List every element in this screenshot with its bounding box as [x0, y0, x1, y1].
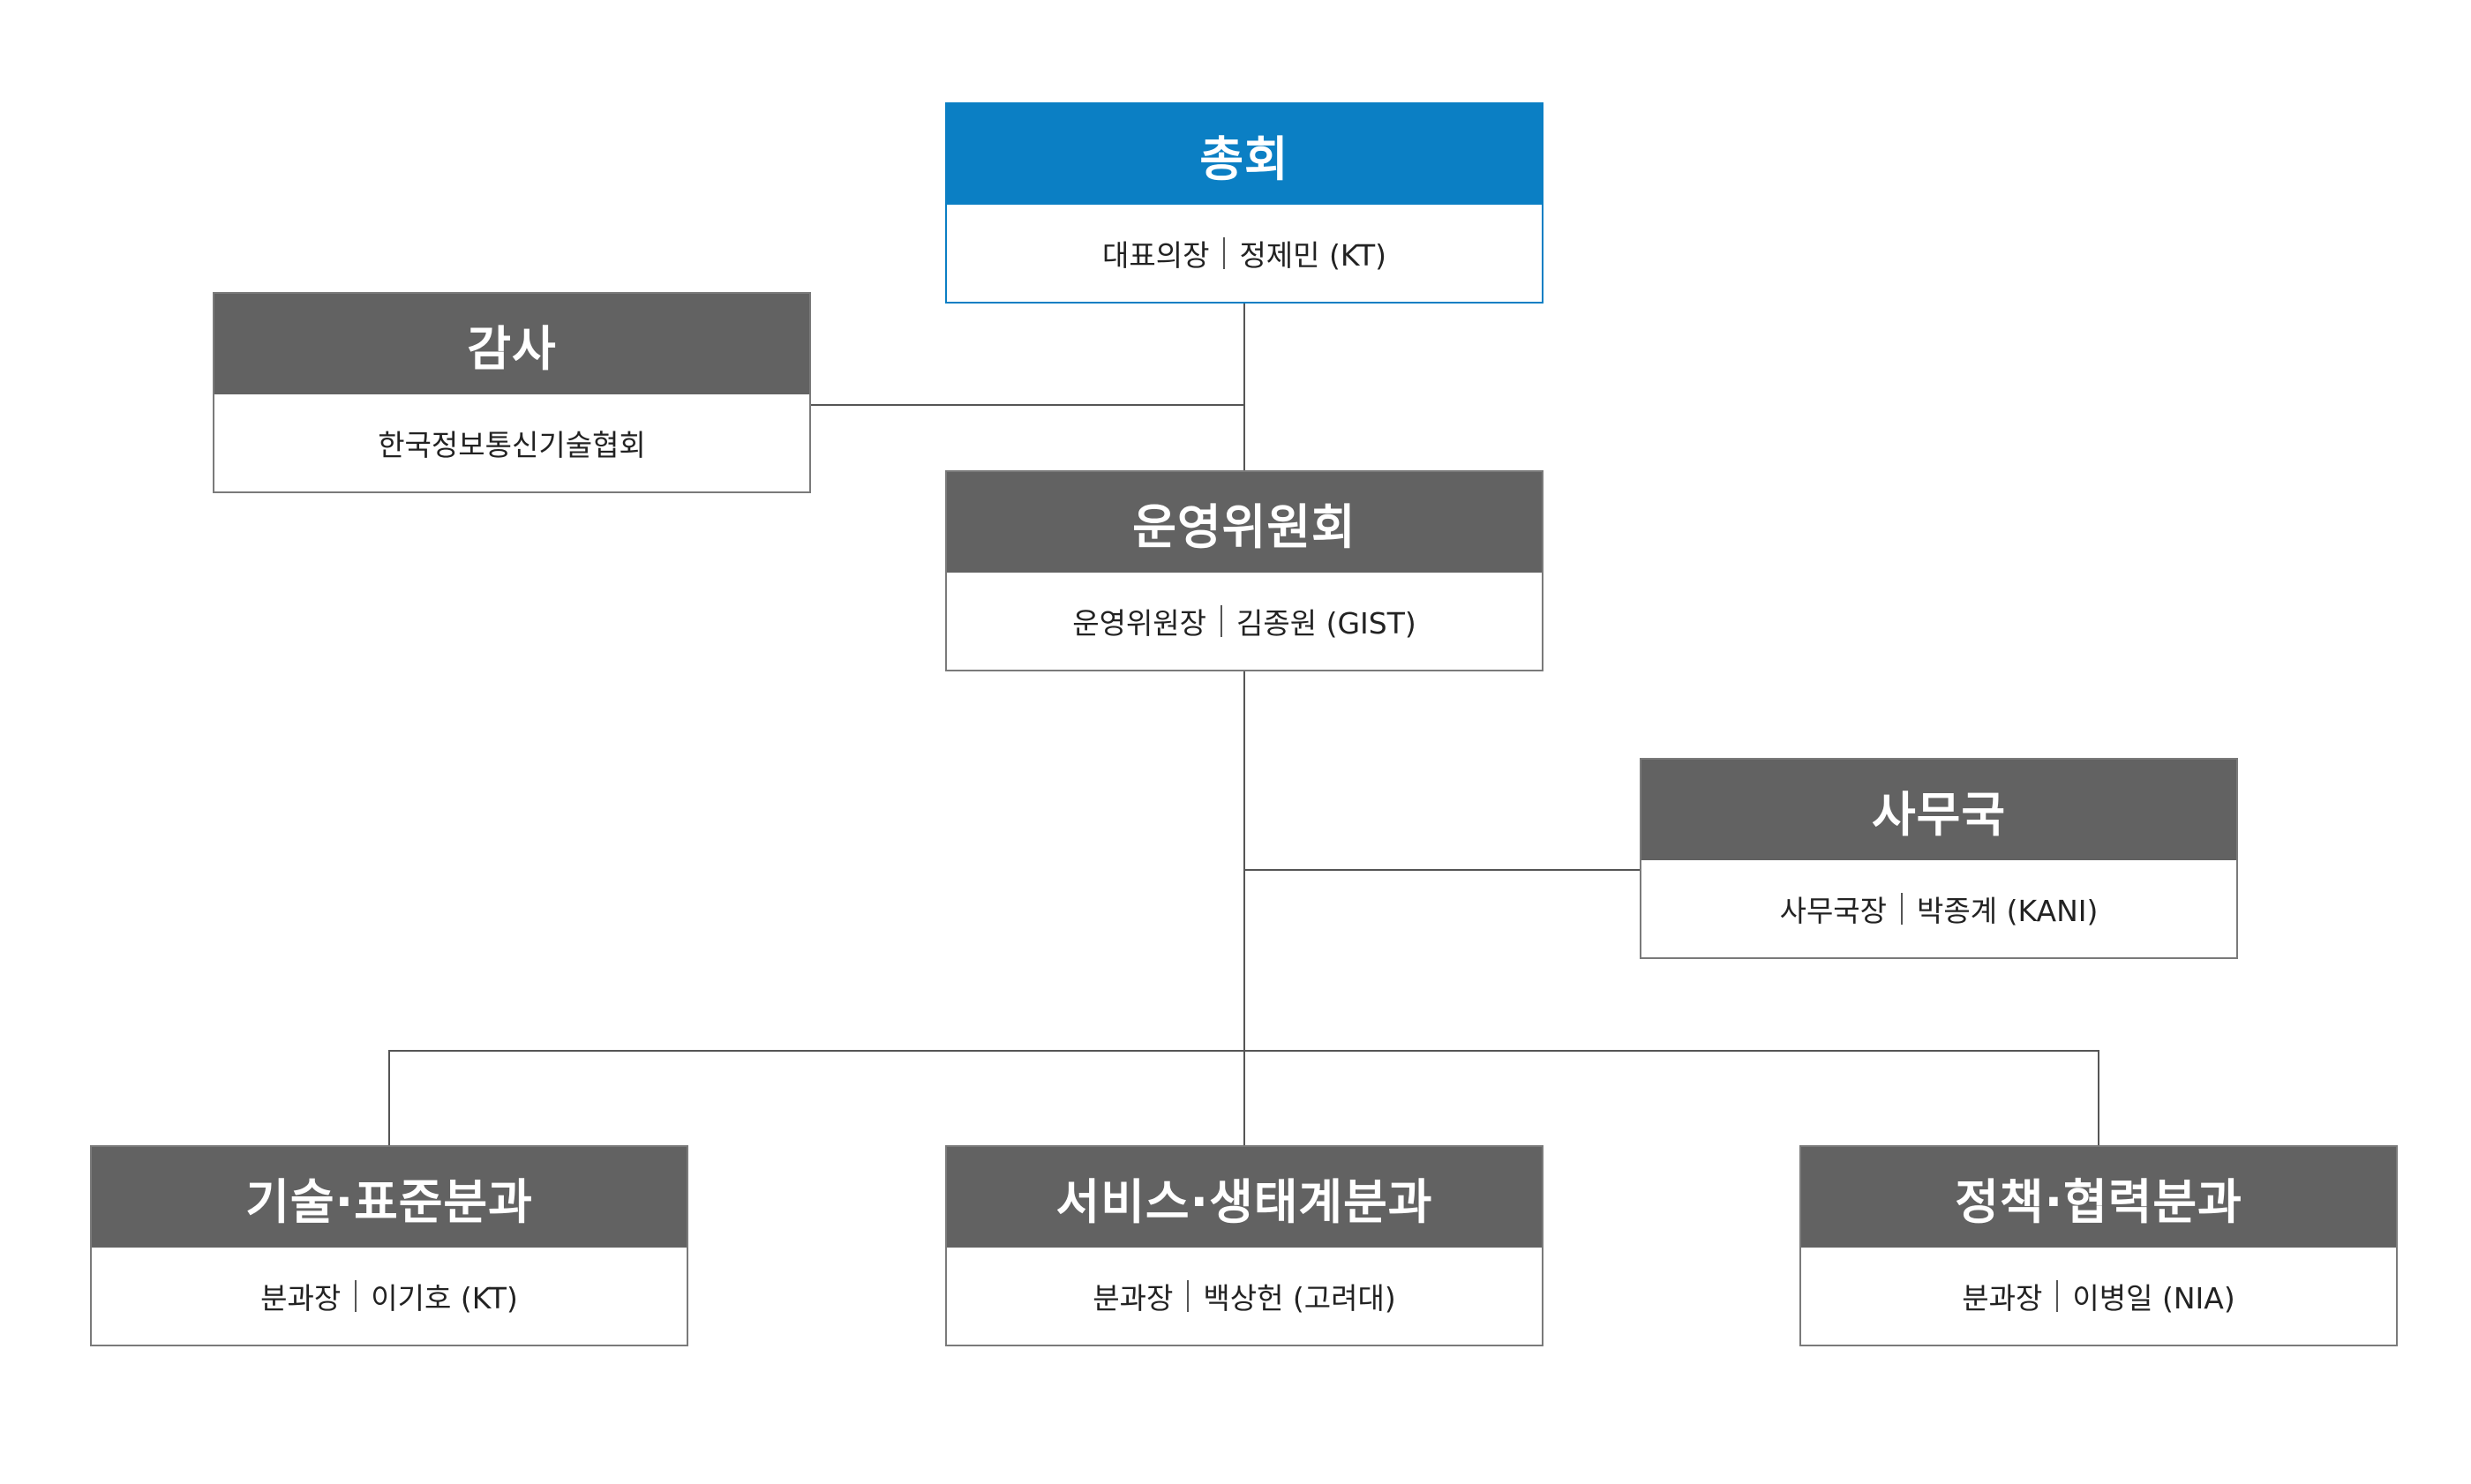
general-assembly-role: 대표의장: [1101, 238, 1210, 273]
connector-steering-down: [1243, 669, 1245, 1052]
connector-policy-coop: [2098, 1050, 2099, 1147]
secretariat-role: 사무국장: [1779, 894, 1888, 928]
separator: [355, 1280, 357, 1312]
policy-cooperation-division-title: 정책·협력분과: [1801, 1147, 2396, 1248]
audit-org: 한국정보통신기술협회: [214, 394, 809, 491]
tech-standard-division-role: 분과장: [260, 1281, 342, 1315]
secretariat-title: 사무국: [1641, 760, 2236, 860]
steering-committee-title: 운영위원회: [947, 472, 1542, 573]
service-ecosystem-division-title: 서비스·생태계분과: [947, 1147, 1542, 1248]
connector-audit: [810, 404, 1245, 406]
tech-standard-division-box: 기술·표준분과 분과장 이기호 (KT): [90, 1145, 688, 1346]
general-assembly-name: 정제민 (KT): [1239, 238, 1386, 273]
audit-title: 감사: [214, 294, 809, 394]
tech-standard-division-title: 기술·표준분과: [92, 1147, 687, 1248]
connector-service-eco: [1243, 1050, 1245, 1147]
policy-cooperation-division-role: 분과장: [1962, 1281, 2043, 1315]
separator: [1187, 1280, 1190, 1312]
audit-box: 감사 한국정보통신기술협회: [213, 292, 811, 493]
steering-committee-role: 운영위원장: [1072, 606, 1207, 641]
secretariat-name: 박종계 (KANI): [1917, 894, 2099, 928]
general-assembly-title: 총회: [947, 104, 1542, 205]
policy-cooperation-division-name: 이병일 (NIA): [2072, 1281, 2235, 1315]
policy-cooperation-division-head: 분과장 이병일 (NIA): [1801, 1248, 2396, 1345]
separator: [1901, 893, 1904, 925]
audit-org-name: 한국정보통신기술협회: [378, 428, 646, 462]
separator: [2056, 1280, 2059, 1312]
secretariat-box: 사무국 사무국장 박종계 (KANI): [1640, 758, 2238, 959]
service-ecosystem-division-role: 분과장: [1093, 1281, 1174, 1315]
service-ecosystem-division-name: 백상헌 (고려대): [1203, 1281, 1396, 1315]
steering-committee-box: 운영위원회 운영위원장 김종원 (GIST): [945, 470, 1543, 671]
steering-committee-chair: 운영위원장 김종원 (GIST): [947, 573, 1542, 670]
service-ecosystem-division-head: 분과장 백상헌 (고려대): [947, 1248, 1542, 1345]
separator: [1223, 237, 1226, 269]
tech-standard-division-name: 이기호 (KT): [371, 1281, 518, 1315]
general-assembly-box: 총회 대표의장 정제민 (KT): [945, 102, 1543, 304]
general-assembly-chair: 대표의장 정제민 (KT): [947, 205, 1542, 302]
connector-tech-std: [388, 1050, 390, 1147]
separator: [1220, 605, 1223, 637]
steering-committee-name: 김종원 (GIST): [1236, 606, 1416, 641]
secretariat-chief: 사무국장 박종계 (KANI): [1641, 860, 2236, 957]
connector-secretariat: [1243, 869, 1641, 871]
policy-cooperation-division-box: 정책·협력분과 분과장 이병일 (NIA): [1799, 1145, 2398, 1346]
tech-standard-division-head: 분과장 이기호 (KT): [92, 1248, 687, 1345]
service-ecosystem-division-box: 서비스·생태계분과 분과장 백상헌 (고려대): [945, 1145, 1543, 1346]
connector-assembly-steering: [1243, 302, 1245, 471]
